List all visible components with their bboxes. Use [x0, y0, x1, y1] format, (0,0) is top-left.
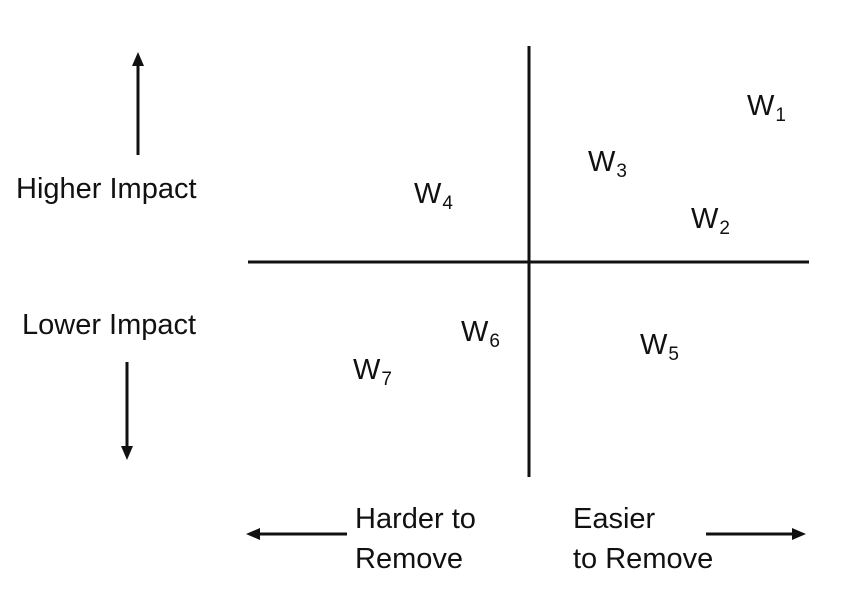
point-w1: W1 [747, 90, 786, 126]
lower-impact-label: Lower Impact [22, 309, 197, 341]
harder-to-remove-label-line1: Harder to [355, 503, 476, 535]
easier-to-remove-label-line2: to Remove [573, 543, 714, 575]
point-w2: W2 [691, 203, 730, 239]
easier-to-remove-label-line1: Easier [573, 503, 656, 535]
harder-to-remove-label-line2: Remove [355, 543, 463, 575]
point-w7: W7 [353, 354, 392, 390]
right-arrowhead [792, 528, 806, 540]
point-w4: W4 [414, 178, 453, 214]
point-w5: W5 [640, 329, 679, 365]
point-w6: W6 [461, 316, 500, 352]
higher-impact-label: Higher Impact [16, 173, 197, 205]
up-arrowhead [132, 52, 144, 66]
left-arrowhead [246, 528, 260, 540]
point-w3: W3 [588, 146, 627, 182]
down-arrowhead [121, 446, 133, 460]
